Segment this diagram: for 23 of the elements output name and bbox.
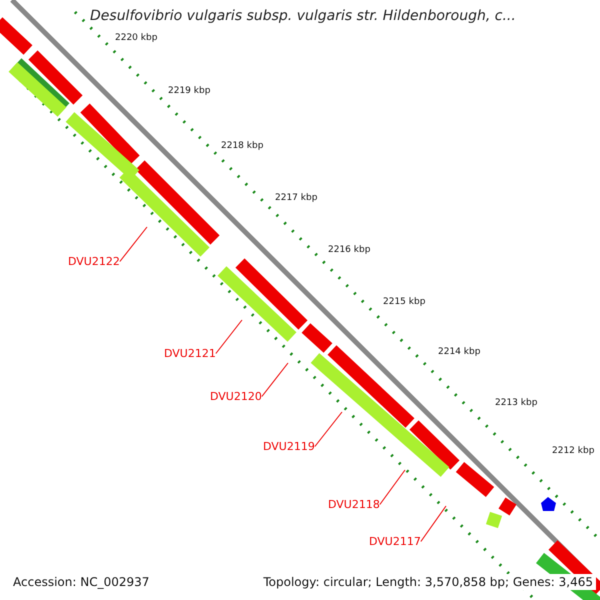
leader-line	[314, 412, 342, 447]
scale-label: 2212 kbp	[552, 446, 594, 456]
scale-label: 2213 kbp	[495, 398, 538, 408]
leader-line	[420, 506, 446, 542]
gene-label: DVU2120	[210, 390, 262, 403]
leader-line	[215, 320, 242, 354]
gene-label: DVU2119	[263, 440, 315, 453]
gene-label: DVU2121	[164, 347, 216, 360]
footer-text: Topology: circular; Length: 3,570,858 bp; Genes: 3,465	[260, 574, 596, 590]
scale-label: 2217 kbp	[275, 193, 318, 203]
scale-label: 2214 kbp	[438, 347, 480, 357]
leader-line	[119, 226, 148, 262]
scale-label: 2216 kbp	[328, 245, 370, 255]
gene-label: DVU2117	[369, 535, 421, 548]
scale-label: 2218 kbp	[221, 141, 264, 151]
scale-label: 2219 kbp	[168, 86, 210, 96]
scale-label: 2215 kbp	[383, 297, 426, 307]
leader-line	[261, 362, 288, 397]
gene-label: DVU2118	[328, 498, 380, 511]
leader-line	[379, 470, 406, 505]
genome-title: Desulfovibrio vulgaris subsp. vulgaris str. Hildenborough, c...	[90, 8, 516, 24]
gene-label: DVU2122	[68, 255, 120, 268]
scale-label: 2220 kbp	[115, 33, 158, 43]
